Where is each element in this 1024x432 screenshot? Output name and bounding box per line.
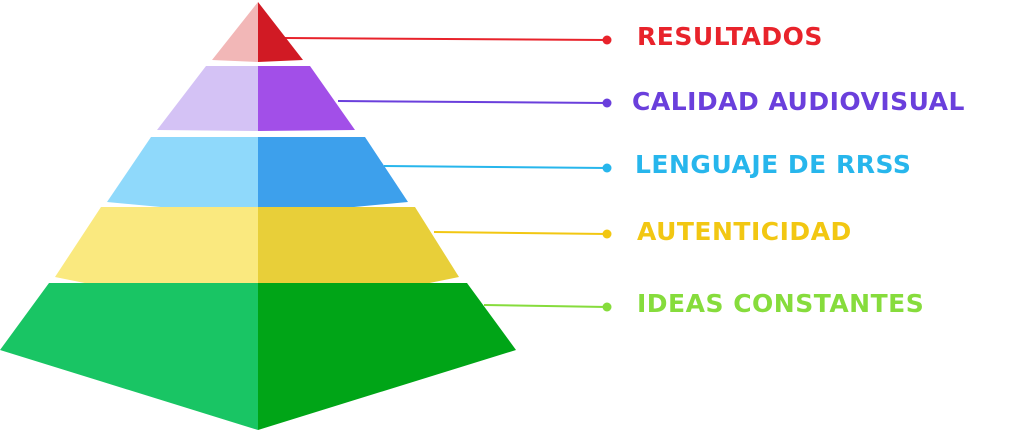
tier-lenguaje-de-rrss <box>107 137 408 216</box>
tier-resultados-right-face <box>258 2 303 62</box>
leader-dot-autenticidad <box>602 229 612 239</box>
tier-resultados <box>212 2 303 62</box>
leader-line-autenticidad <box>433 231 608 235</box>
label-ideas-constantes: IDEAS CONSTANTES <box>637 289 925 318</box>
label-resultados: RESULTADOS <box>637 22 823 51</box>
tier-ideas-constantes-left-face <box>0 283 258 430</box>
leader-dot-resultados <box>602 35 612 45</box>
tier-resultados-left-face <box>212 2 258 62</box>
leader-dot-lenguaje-de-rrss <box>602 163 612 173</box>
leader-line-lenguaje-de-rrss <box>383 165 608 169</box>
leader-dot-ideas-constantes <box>602 302 612 312</box>
label-autenticidad: AUTENTICIDAD <box>637 217 852 246</box>
tier-calidad-audiovisual-left-face <box>157 66 258 131</box>
leader-line-ideas-constantes <box>483 304 608 308</box>
label-calidad-audiovisual: CALIDAD AUDIOVISUAL <box>632 87 965 116</box>
tier-calidad-audiovisual <box>157 66 355 131</box>
tier-lenguaje-de-rrss-right-face <box>258 137 408 216</box>
tier-calidad-audiovisual-right-face <box>258 66 355 131</box>
leader-line-resultados <box>284 37 608 41</box>
label-lenguaje-de-rrss: LENGUAJE DE RRSS <box>635 150 912 179</box>
tier-lenguaje-de-rrss-left-face <box>107 137 258 216</box>
leader-line-calidad-audiovisual <box>337 100 608 104</box>
tier-ideas-constantes-right-face <box>258 283 516 430</box>
tier-ideas-constantes <box>0 283 516 430</box>
leader-dot-calidad-audiovisual <box>602 98 612 108</box>
